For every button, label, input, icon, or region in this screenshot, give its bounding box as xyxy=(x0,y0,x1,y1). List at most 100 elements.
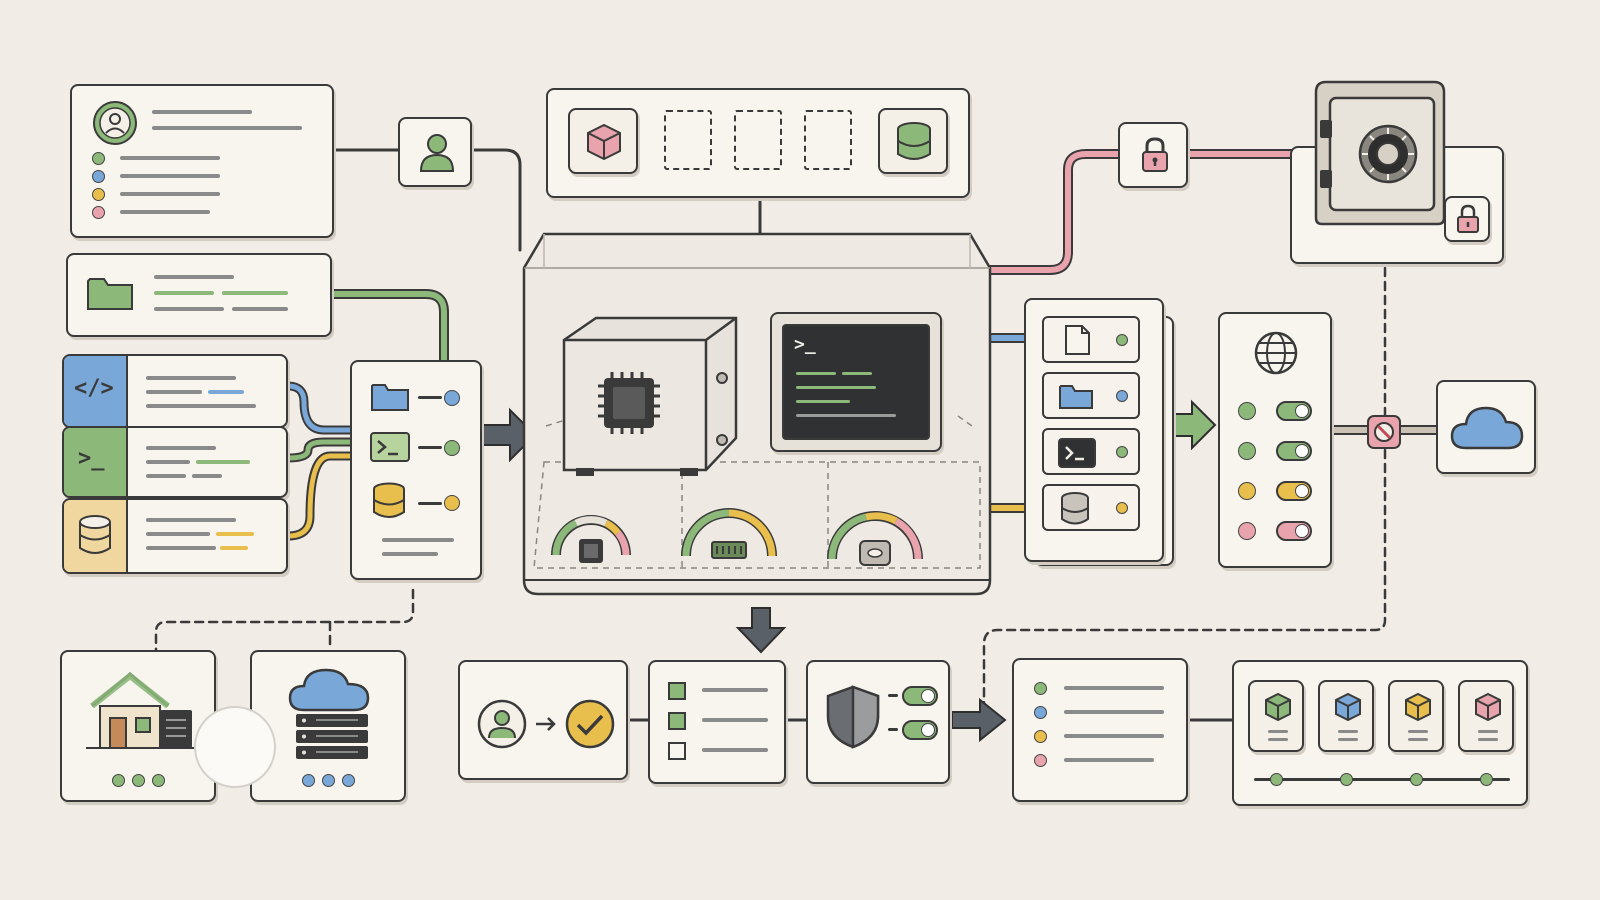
policy-toggle-1[interactable] xyxy=(902,686,938,706)
status-dot xyxy=(92,188,105,201)
database-card xyxy=(62,498,288,574)
text-line xyxy=(796,372,836,375)
cube-item[interactable] xyxy=(1248,680,1304,752)
connector-line xyxy=(888,694,898,697)
checkbox-checked[interactable] xyxy=(668,712,686,730)
user-node[interactable] xyxy=(398,117,472,187)
resource-folder[interactable] xyxy=(1042,372,1140,419)
text-line xyxy=(796,414,896,417)
cloud-server-node[interactable] xyxy=(250,650,406,802)
status-dot xyxy=(322,774,335,787)
text-line xyxy=(1408,738,1428,741)
checkbox-unchecked[interactable] xyxy=(668,742,686,760)
status-dot xyxy=(1238,442,1256,460)
text-line xyxy=(146,446,216,450)
terminal-card: >_ xyxy=(62,426,288,498)
text-line xyxy=(1268,738,1288,741)
check-icon xyxy=(565,699,615,749)
status-dot xyxy=(1034,754,1047,767)
network-toggle-2[interactable] xyxy=(1276,441,1312,461)
terminal-icon: >_ xyxy=(78,446,105,471)
text-line xyxy=(146,390,202,394)
policy-toggle-2[interactable] xyxy=(902,720,938,740)
local-node[interactable] xyxy=(60,650,216,802)
text-line xyxy=(216,532,254,536)
cloud-node[interactable] xyxy=(1436,380,1536,474)
status-dot xyxy=(112,774,125,787)
text-line xyxy=(1478,738,1498,741)
text-line xyxy=(154,307,224,311)
cube-slot[interactable] xyxy=(568,108,638,174)
checkbox-checked[interactable] xyxy=(668,682,686,700)
network-toggle-3[interactable] xyxy=(1276,481,1312,501)
cube-icon xyxy=(1335,692,1361,722)
auth-step[interactable] xyxy=(458,660,628,780)
shield-icon xyxy=(826,685,880,749)
status-dot xyxy=(92,206,105,219)
tool-panel xyxy=(350,360,482,580)
arrow-down-icon xyxy=(735,607,787,654)
text-line xyxy=(146,546,216,550)
database-icon xyxy=(1061,492,1089,525)
resource-file[interactable] xyxy=(1042,316,1140,363)
port-dot xyxy=(444,440,460,456)
text-line xyxy=(796,386,876,389)
port-dot xyxy=(444,495,460,511)
text-line xyxy=(120,174,220,178)
terminal-prompt: >_ xyxy=(794,334,816,355)
empty-slot[interactable] xyxy=(664,110,712,170)
cloud-icon xyxy=(1450,406,1524,450)
status-dot xyxy=(342,774,355,787)
text-line xyxy=(120,156,220,160)
code-icon: </> xyxy=(74,376,114,401)
checklist-step[interactable] xyxy=(648,660,786,784)
text-line xyxy=(120,210,210,214)
timeline-track xyxy=(1254,778,1510,781)
empty-slot[interactable] xyxy=(734,110,782,170)
text-line xyxy=(220,546,248,550)
text-line xyxy=(154,275,234,279)
vault-lock-node[interactable] xyxy=(1444,196,1490,242)
text-line xyxy=(232,307,288,311)
globe-icon xyxy=(1254,331,1298,375)
text-line xyxy=(1478,730,1498,733)
cube-icon xyxy=(1265,692,1291,722)
database-icon xyxy=(373,482,405,518)
network-toggle-1[interactable] xyxy=(1276,401,1312,421)
text-line xyxy=(1064,710,1164,714)
cube-item[interactable] xyxy=(1458,680,1514,752)
status-dot xyxy=(1116,446,1128,458)
status-dot xyxy=(302,774,315,787)
lock-icon xyxy=(1457,204,1479,233)
empty-slot[interactable] xyxy=(804,110,852,170)
text-line xyxy=(702,688,768,692)
text-line xyxy=(192,474,222,478)
arrow-right-icon xyxy=(536,717,556,731)
timeline-dot[interactable] xyxy=(1340,773,1353,786)
cube-item[interactable] xyxy=(1388,680,1444,752)
policy-step[interactable] xyxy=(806,660,950,784)
cube-item[interactable] xyxy=(1318,680,1374,752)
timeline-dot[interactable] xyxy=(1410,773,1423,786)
user-avatar-icon xyxy=(93,101,137,145)
status-dot xyxy=(152,774,165,787)
status-dot xyxy=(1116,502,1128,514)
resource-terminal[interactable] xyxy=(1042,428,1140,475)
database-slot[interactable] xyxy=(878,108,948,174)
cube-icon xyxy=(1405,692,1431,722)
text-line xyxy=(702,718,768,722)
timeline-dot[interactable] xyxy=(1480,773,1493,786)
user-icon xyxy=(419,134,455,172)
lock-node[interactable] xyxy=(1118,122,1188,188)
connector-line xyxy=(888,728,898,731)
resource-database[interactable] xyxy=(1042,484,1140,531)
arrow-right-green-icon xyxy=(1169,399,1217,451)
text-line xyxy=(152,126,302,130)
cpu-gauge xyxy=(551,515,631,563)
network-toggle-4[interactable] xyxy=(1276,521,1312,541)
text-line xyxy=(146,460,190,464)
cube-icon xyxy=(1475,692,1501,722)
text-line xyxy=(702,748,768,752)
timeline-dot[interactable] xyxy=(1270,773,1283,786)
